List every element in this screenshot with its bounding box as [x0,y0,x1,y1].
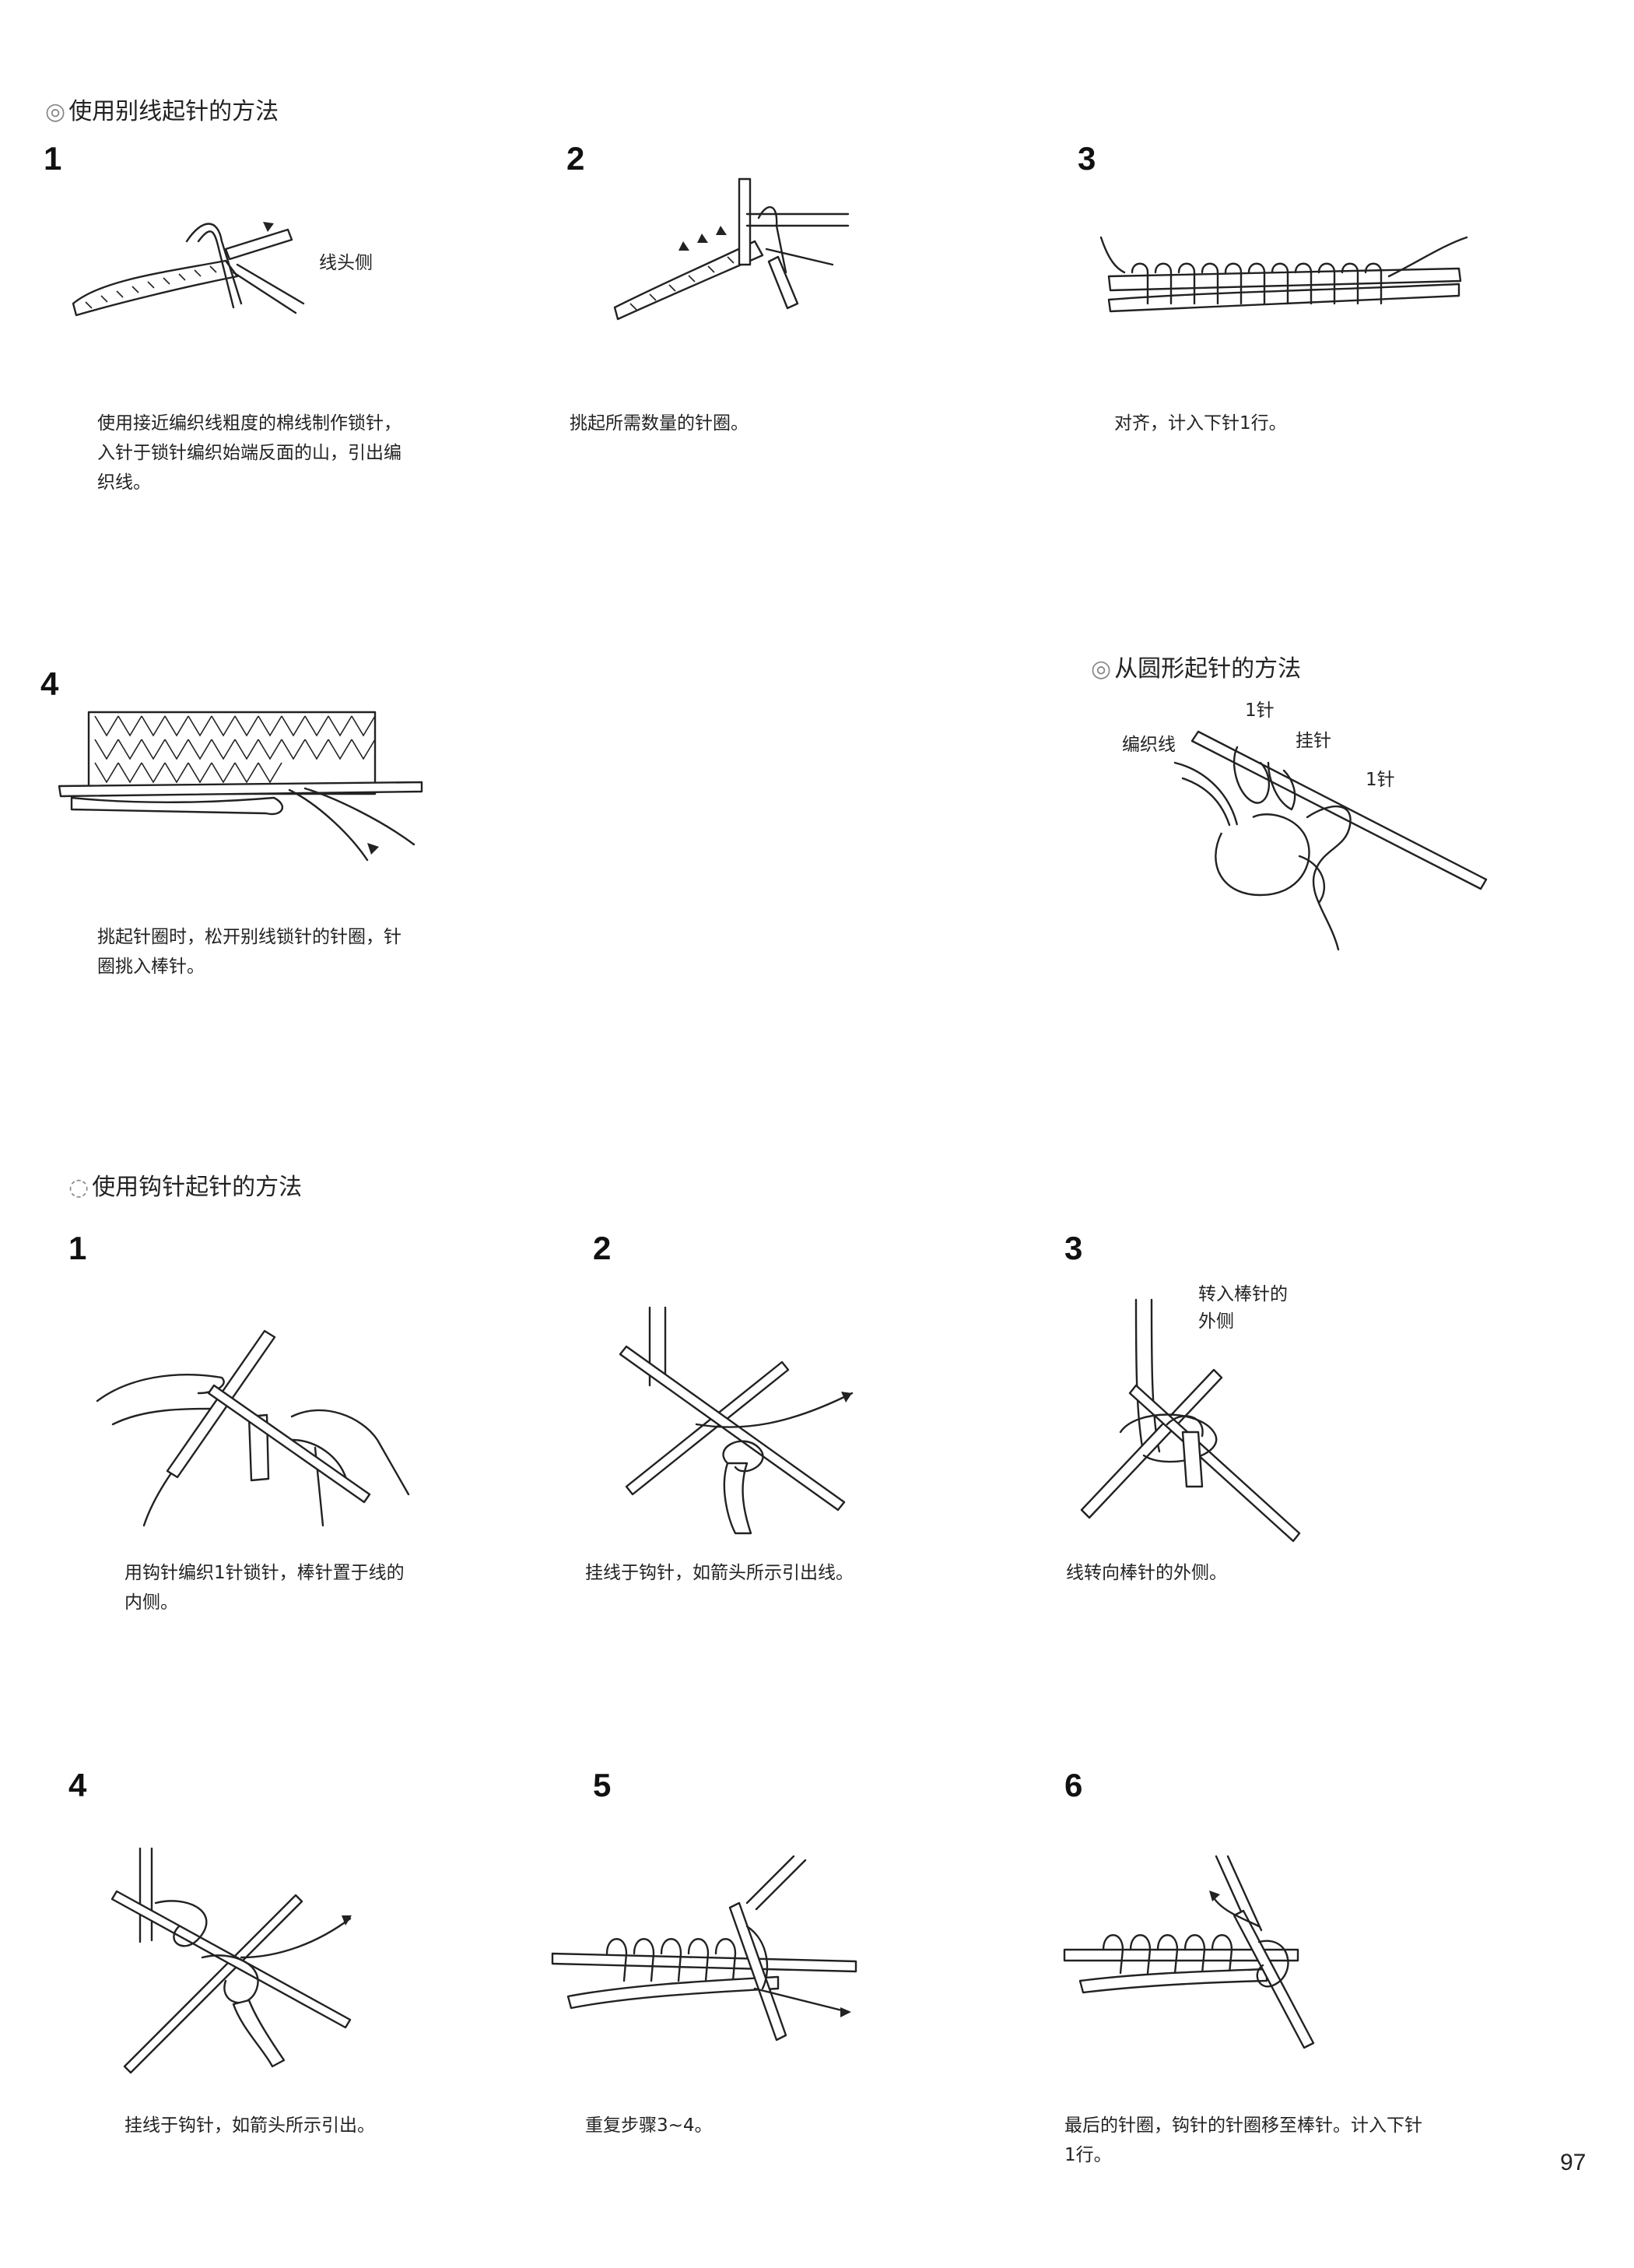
illustration-crochet-step-6 [1063,1855,1315,2049]
section-title-waste-yarn: ◎使用别线起针的方法 [45,98,279,125]
caption-crochet-step-5: 重复步骤3~4。 [585,2115,713,2136]
step-number: 4 [68,1767,87,1803]
section-title-crochet: ◌使用钩针起针的方法 [68,1174,303,1201]
page-number: 97 [1560,2150,1587,2175]
illustration-crochet-step-2 [619,1306,854,1535]
step-number: 5 [593,1767,612,1803]
illustration-circle-cast-on [1173,730,1488,951]
caption-crochet-step-1: 用钩针编织1针锁针，棒针置于线的内侧。 [124,1563,405,1613]
step-number: 1 [68,1230,87,1266]
illustration-crochet-step-1 [96,1329,410,1527]
illustration-waste-yarn-step-1 [72,222,305,317]
step-number: 1 [44,140,62,177]
double-circle-icon: ◎ [1091,655,1112,683]
illustration-crochet-step-4 [110,1847,352,2074]
label-yarn-tail-side: 线头侧 [319,253,373,273]
double-circle-icon: ◎ [45,98,66,125]
illustration-waste-yarn-step-3 [1099,236,1468,313]
section-title-circle: ◎从圆形起针的方法 [1091,655,1302,683]
label-stitch-top: 1针 [1245,700,1275,721]
label-yarn: 编织线 [1122,735,1176,755]
caption-crochet-step-3: 线转向棒针的外侧。 [1066,1563,1227,1583]
caption-crochet-step-4: 挂线于钩针，如箭头所示引出。 [124,2115,375,2136]
dotted-circle-icon: ◌ [68,1174,89,1201]
step-number: 4 [40,665,59,702]
illustration-waste-yarn-step-4 [58,711,423,862]
caption-waste-yarn-step-4: 挑起针圈时，松开别线锁针的针圈，针圈挑入棒针。 [97,927,401,977]
label-stitch-right: 1针 [1366,770,1395,790]
step-number: 2 [593,1230,612,1266]
caption-crochet-step-2: 挂线于钩针，如箭头所示引出线。 [585,1563,854,1583]
step-number: 2 [566,140,585,177]
caption-crochet-step-6: 最后的针圈，钩针的针圈移至棒针。计入下针1行。 [1064,2115,1422,2165]
caption-waste-yarn-step-3: 对齐，计入下针1行。 [1114,413,1287,434]
illustration-crochet-step-3 [1080,1298,1301,1543]
caption-waste-yarn-step-2: 挑起所需数量的针圈。 [570,413,749,434]
label-turn-outside-line2: 外侧 [1198,1311,1234,1332]
caption-waste-yarn-step-1: 使用接近编织线粗度的棉线制作锁针，入针于锁针编织始端反面的山，引出编织线。 [97,413,401,493]
step-number: 3 [1078,140,1096,177]
step-number: 3 [1064,1230,1083,1266]
label-turn-outside-line1: 转入棒针的 [1198,1284,1288,1304]
illustration-crochet-step-5 [551,1855,857,2042]
label-hang: 挂针 [1296,731,1331,751]
illustration-waste-yarn-step-2 [613,177,850,321]
step-number: 6 [1064,1767,1083,1803]
